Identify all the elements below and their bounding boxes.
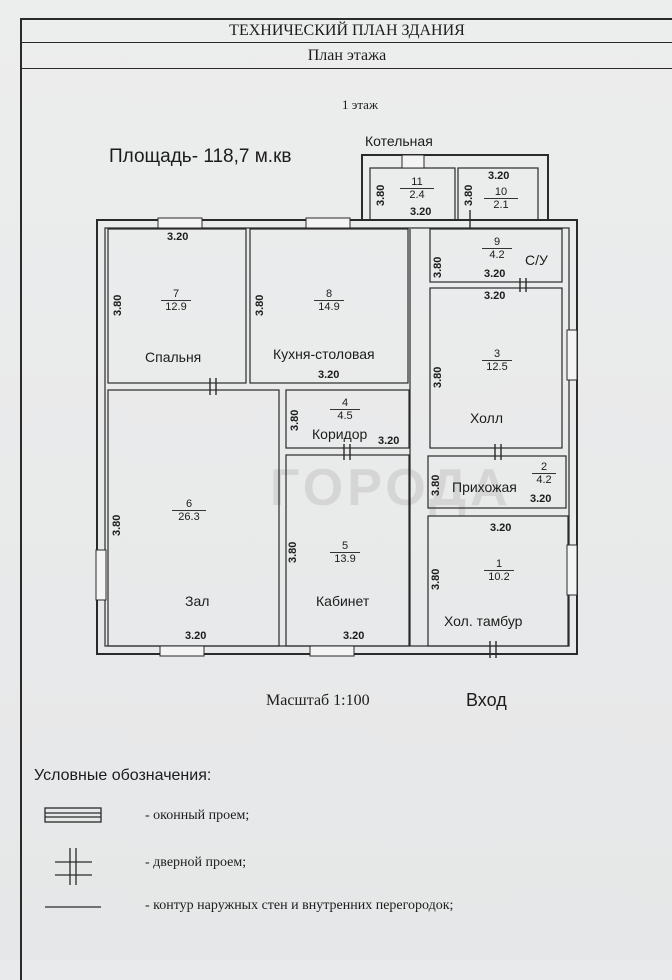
dimension-height: 3.80 [432, 366, 444, 388]
room-11-area: 2.4 [400, 188, 434, 201]
watermark: ГОРОДА [270, 459, 512, 517]
window-icon [159, 645, 205, 657]
area-label: Площадь- 118,7 м.кв [109, 146, 292, 167]
boiler-room-label: Котельная [365, 133, 433, 149]
dimension-width: 3.20 [410, 206, 432, 218]
dimension-height: 3.80 [289, 409, 301, 431]
room-6-name: Зал [185, 593, 210, 609]
dimension-width: 3.20 [318, 369, 340, 381]
room-10-area: 2.1 [484, 198, 518, 211]
window-icon [566, 544, 578, 596]
document-sheet [0, 0, 672, 960]
room-7-outline [107, 228, 247, 384]
title-frame [20, 18, 672, 980]
floor-plan [44, 154, 578, 908]
dimension-width: 3.20 [484, 290, 506, 302]
room-9-name: С/У [525, 252, 548, 268]
room-7-name: Спальня [145, 349, 202, 365]
room-1-number: 1 [495, 558, 503, 570]
legend-window-text: - оконный проем; [145, 808, 250, 823]
room-2-outline [427, 455, 567, 509]
scale-label: Масштаб 1:100 [266, 692, 370, 709]
room-4-outline [285, 389, 410, 449]
window-legend-icon [44, 807, 102, 823]
room-9-number: 9 [493, 236, 501, 248]
room-8-outline [249, 228, 409, 384]
window-icon [566, 329, 578, 381]
window-icon [95, 549, 107, 601]
room-4-name: Коридор [312, 426, 368, 442]
dimension-width: 3.20 [530, 493, 552, 505]
room-6-area: 26.3 [172, 510, 206, 523]
room-8-name: Кухня-столовая [273, 346, 375, 362]
dimension-width: 3.20 [167, 231, 189, 243]
room-7-area: 12.9 [161, 300, 191, 313]
room-5-name: Кабинет [316, 593, 370, 609]
room-8-number: 8 [325, 288, 333, 300]
dimension-width: 3.20 [378, 435, 400, 447]
legend-wall-text: - контур наружных стен и внутренних пере… [145, 898, 454, 913]
room-3-outline [429, 287, 563, 449]
legend-title: Условные обозначения: [34, 767, 212, 784]
entrance-label: Вход [466, 690, 507, 710]
room-5-area: 13.9 [330, 552, 360, 565]
dimension-height: 3.80 [375, 184, 387, 206]
room-10-number: 10 [494, 186, 508, 198]
window-icon [157, 217, 203, 229]
dimension-height: 3.80 [430, 474, 442, 496]
room-7-number: 7 [172, 288, 180, 300]
dimension-height: 3.80 [112, 294, 124, 316]
dimension-width: 3.20 [490, 522, 512, 534]
room-2-name: Прихожая [452, 479, 517, 495]
dimension-width: 3.20 [488, 170, 510, 182]
room-2-area: 4.2 [532, 473, 556, 486]
room-11-number: 11 [411, 176, 423, 188]
room-1-area: 10.2 [484, 570, 514, 583]
window-icon [401, 154, 425, 169]
legend-door-text: - дверной проем; [145, 855, 247, 870]
window-icon [309, 645, 355, 657]
dimension-height: 3.80 [430, 568, 442, 590]
room-4-area: 4.5 [330, 409, 360, 422]
dimension-width: 3.20 [484, 268, 506, 280]
room-10-outline [457, 167, 539, 221]
document-subtitle: План этажа [22, 44, 672, 69]
room-8-area: 14.9 [314, 300, 344, 313]
room-9-outline [429, 228, 563, 283]
room-4-number: 4 [341, 397, 349, 409]
dimension-width: 3.20 [185, 630, 207, 642]
dimension-height: 3.80 [111, 514, 123, 536]
room-1-name: Хол. тамбур [444, 613, 523, 629]
dimension-width: 3.20 [343, 630, 365, 642]
window-icon [305, 217, 351, 229]
room-6-number: 6 [185, 498, 193, 510]
room-2-number: 2 [540, 461, 548, 473]
dimension-height: 3.80 [432, 256, 444, 278]
room-9-area: 4.2 [482, 248, 512, 261]
floor-label: 1 этаж [342, 97, 378, 112]
dimension-height: 3.80 [254, 294, 266, 316]
room-3-area: 12.5 [482, 360, 512, 373]
room-3-number: 3 [493, 348, 501, 360]
room-3-name: Холл [470, 410, 503, 426]
room-5-number: 5 [341, 540, 349, 552]
document-title: ТЕХНИЧЕСКИЙ ПЛАН ЗДАНИЯ [22, 20, 672, 43]
dimension-height: 3.80 [463, 184, 475, 206]
door-legend-icon [55, 848, 92, 885]
dimension-height: 3.80 [287, 541, 299, 563]
